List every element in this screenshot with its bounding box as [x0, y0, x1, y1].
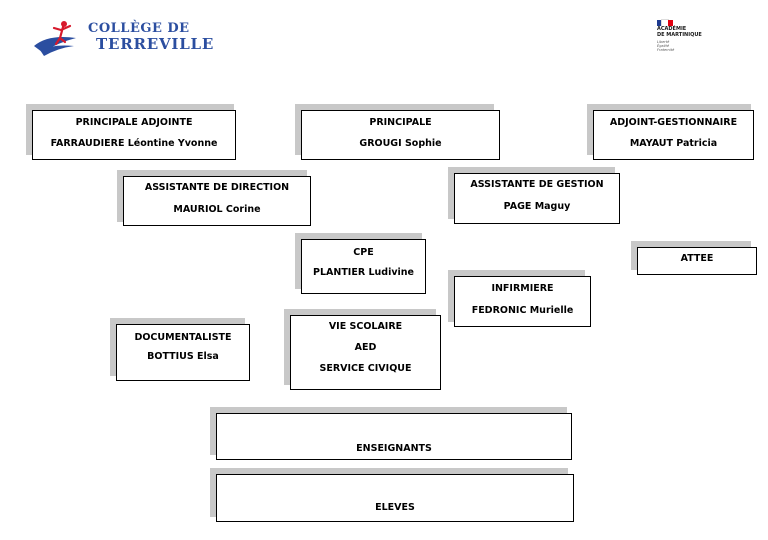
box-assistante-gestion: ASSISTANTE DE GESTION PAGE Maguy [454, 173, 620, 224]
box-documentaliste: DOCUMENTALISTE BOTTIUS Elsa [116, 324, 250, 381]
academie-name-line1: ACADÉMIE [657, 26, 687, 32]
box-person-name: PAGE Maguy [503, 201, 571, 212]
box-title: ENSEIGNANTS [356, 443, 432, 454]
box-assistante-direction: ASSISTANTE DE DIRECTION MAURIOL Corine [123, 176, 311, 226]
box-vie-scolaire: VIE SCOLAIRE AED SERVICE CIVIQUE [290, 315, 441, 390]
box-title: ASSISTANTE DE DIRECTION [144, 182, 290, 193]
box-title: PRINCIPALE [369, 117, 432, 128]
box-principale: PRINCIPALE GROUGI Sophie [301, 110, 500, 160]
french-flag-icon [657, 19, 673, 27]
box-principale-adjointe: PRINCIPALE ADJOINTE FARRAUDIERE Léontine… [32, 110, 236, 160]
box-person-name: PLANTIER Ludivine [313, 267, 414, 278]
republic-motto: Liberté Égalité Fraternité [657, 40, 674, 52]
box-title: ATTEE [680, 253, 714, 264]
box-person-name: FEDRONIC Murielle [471, 305, 574, 316]
academie-name: ACADÉMIE DE MARTINIQUE [657, 26, 702, 39]
box-infirmiere: INFIRMIERE FEDRONIC Murielle [454, 276, 591, 327]
college-name-line2: TERREVILLE [96, 35, 215, 53]
motto-liberte: Liberté [657, 40, 670, 44]
box-line: AED [354, 342, 377, 353]
box-person-name: BOTTIUS Elsa [147, 351, 219, 362]
box-line: VIE SCOLAIRE [328, 321, 403, 332]
box-person-name: MAURIOL Corine [173, 204, 261, 215]
box-person-name: GROUGI Sophie [359, 138, 442, 149]
box-attee: ATTEE [637, 247, 757, 275]
college-name: COLLÈGE DE TERREVILLE [78, 16, 214, 52]
box-title: ADJOINT-GESTIONNAIRE [609, 117, 738, 128]
box-title: ASSISTANTE DE GESTION [470, 179, 604, 190]
college-name-line1: COLLÈGE DE [88, 21, 190, 36]
motto-egalite: Égalité [657, 44, 670, 49]
box-line: SERVICE CIVIQUE [319, 363, 412, 374]
box-enseignants: ENSEIGNANTS [216, 413, 572, 460]
college-emblem-icon [34, 21, 76, 56]
box-title: CPE [353, 247, 374, 258]
box-title: INFIRMIERE [491, 283, 554, 294]
box-adjoint-gestionnaire: ADJOINT-GESTIONNAIRE MAYAUT Patricia [593, 110, 754, 160]
academie-name-line2: DE MARTINIQUE [657, 31, 702, 38]
box-eleves: ELEVES [216, 474, 574, 522]
box-title: ELEVES [375, 502, 415, 513]
box-title: PRINCIPALE ADJOINTE [75, 117, 193, 128]
box-person-name: FARRAUDIERE Léontine Yvonne [50, 138, 218, 149]
academie-logo: ACADÉMIE DE MARTINIQUE Liberté Égalité F… [657, 19, 747, 60]
box-title: DOCUMENTALISTE [134, 332, 232, 343]
motto-fraternite: Fraternité [657, 48, 675, 53]
box-person-name: MAYAUT Patricia [629, 138, 718, 149]
box-cpe: CPE PLANTIER Ludivine [301, 239, 426, 294]
college-logo: COLLÈGE DE TERREVILLE [30, 16, 213, 58]
